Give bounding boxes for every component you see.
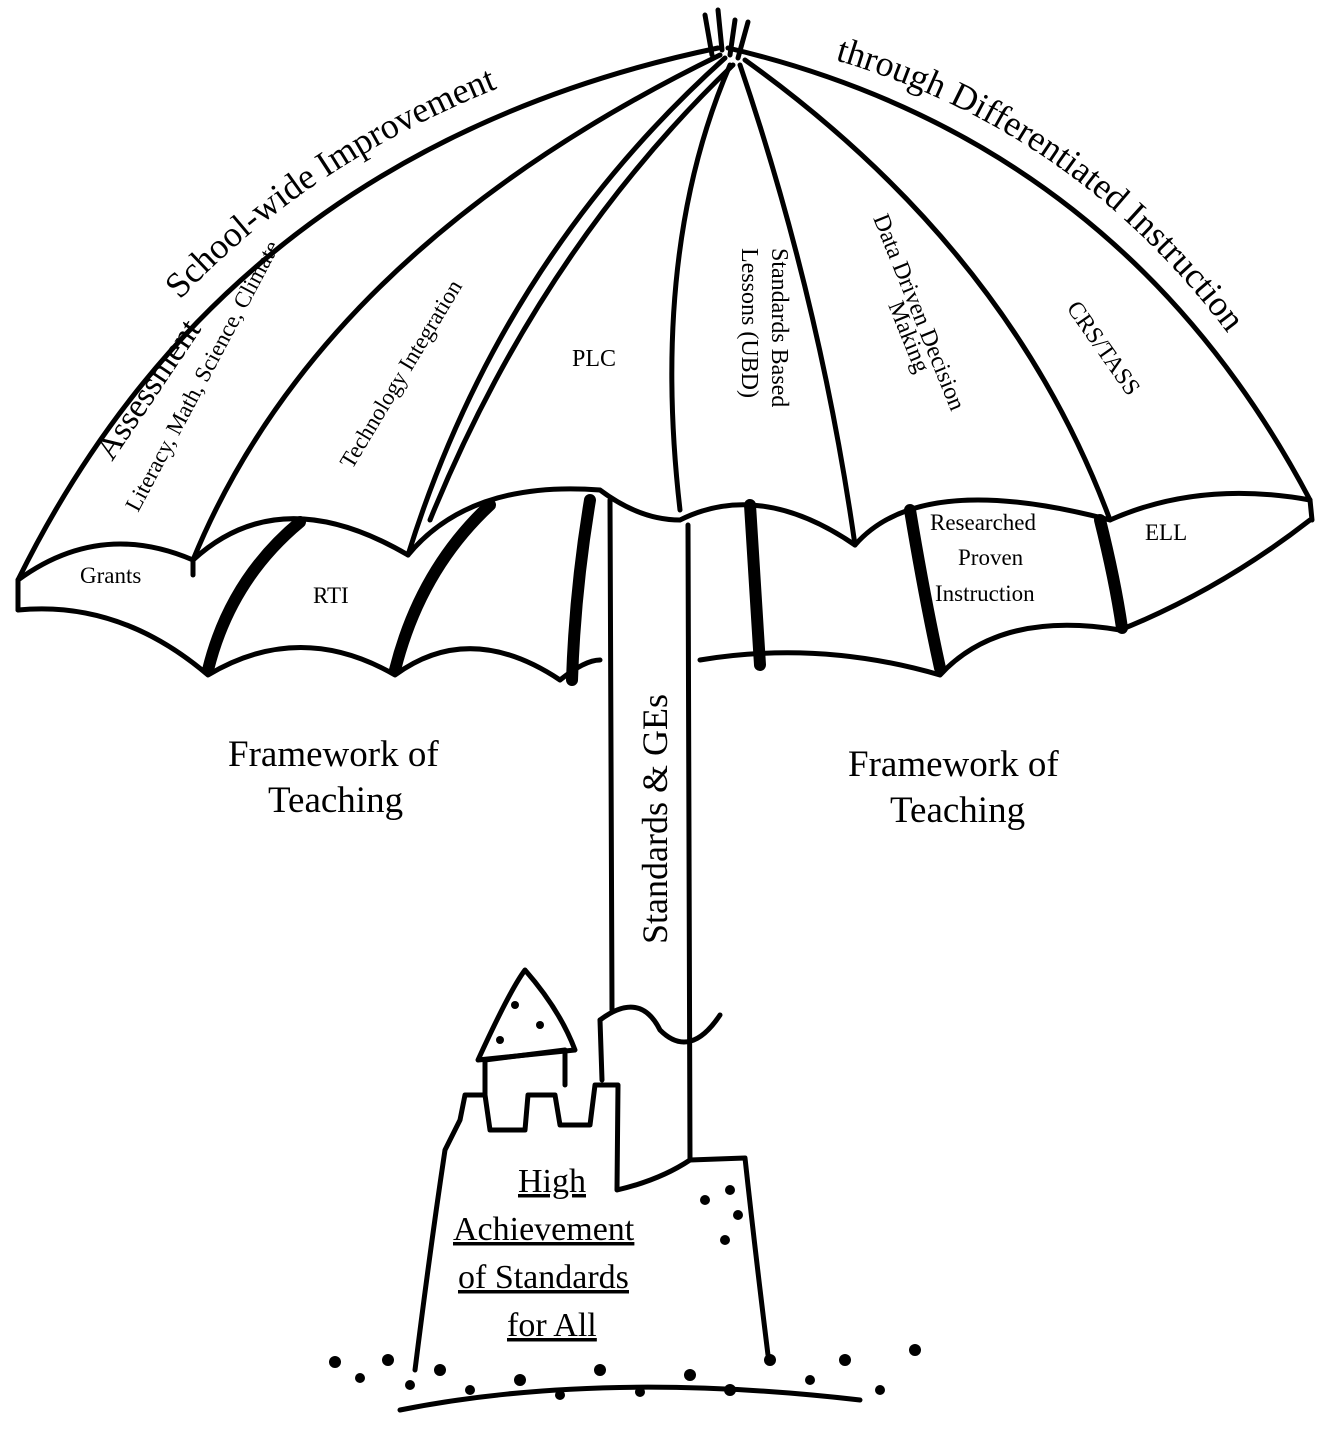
arc-title-right: through Differentiated Instruction xyxy=(833,29,1254,338)
sandcastle xyxy=(329,967,921,1413)
valance-ell: ELL xyxy=(1145,520,1187,545)
panel-standards-based-2: Lessons (UBD) xyxy=(736,248,762,398)
pole-label: Standards & GEs xyxy=(635,694,675,944)
valance-researched-3: Instruction xyxy=(935,581,1035,606)
framework-left-line1: Framework of xyxy=(228,734,439,775)
panel-standards-based-1: Standards Based xyxy=(766,248,792,407)
framework-left-line2: Teaching xyxy=(268,780,403,821)
panel-data-driven-1: Data Driven Decision xyxy=(867,211,969,415)
valance-researched-1: Researched xyxy=(930,510,1036,535)
castle-line-2: Achievement xyxy=(453,1211,635,1248)
framework-right-line2: Teaching xyxy=(890,790,1025,831)
castle-line-1: High xyxy=(518,1163,586,1200)
castle-line-4: for All xyxy=(507,1307,597,1344)
umbrella-canopy xyxy=(15,7,1315,686)
panel-crs: CRS/TASS xyxy=(1061,297,1145,401)
umbrella-pole xyxy=(607,497,693,1163)
valance-rti: RTI xyxy=(313,583,349,608)
arc-title-left: School-wide Improvement xyxy=(157,59,501,306)
panel-plc: PLC xyxy=(572,346,616,372)
valance-grants: Grants xyxy=(80,563,141,588)
castle-text: High Achievement of Standards for All xyxy=(453,1163,635,1344)
castle-line-3: of Standards xyxy=(458,1259,629,1296)
valance-researched-2: Proven xyxy=(958,545,1024,570)
framework-right-line1: Framework of xyxy=(848,744,1059,785)
